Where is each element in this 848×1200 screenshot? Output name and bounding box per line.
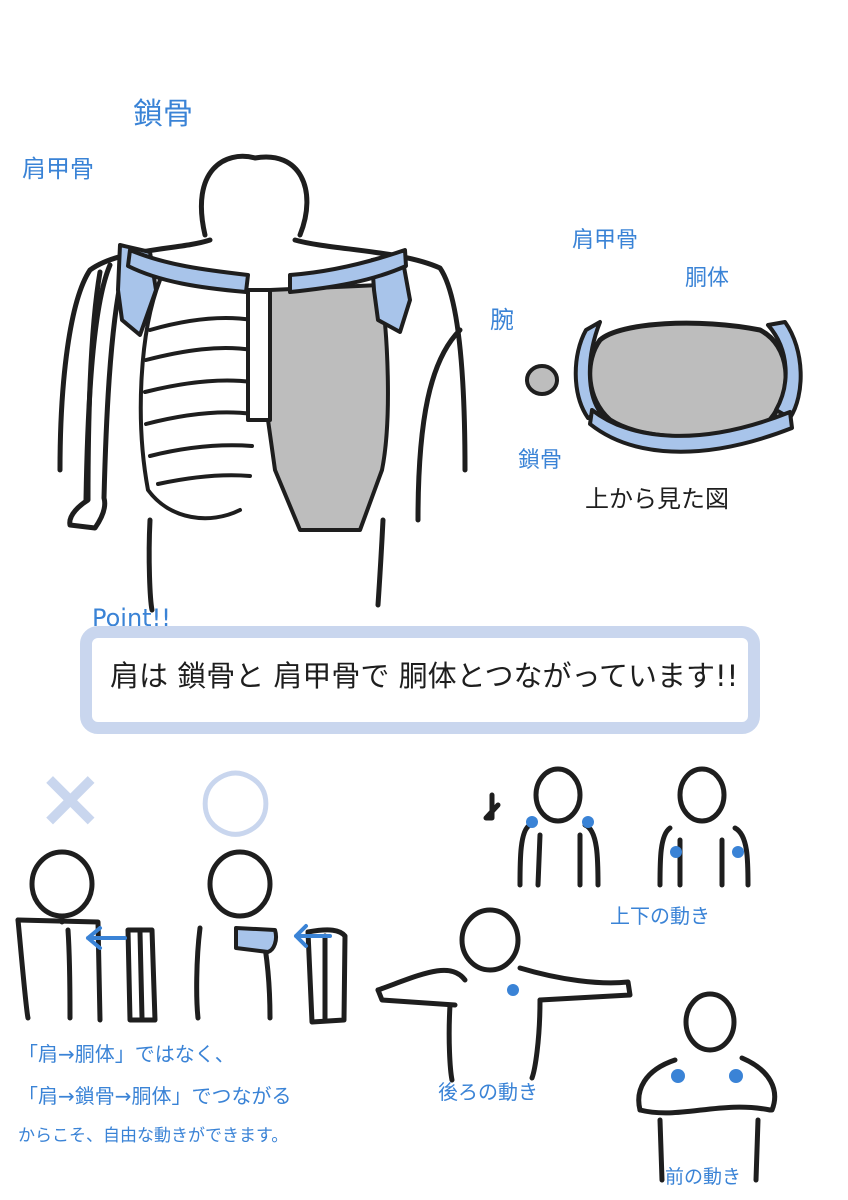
right-mark: ○: [198, 747, 274, 847]
scapula-top-left: [573, 320, 602, 420]
torso-top-shape: [587, 320, 789, 440]
top-view-diagram: [525, 320, 803, 454]
left-arm-bone: [67, 269, 125, 531]
top-view-label-clavicle: 鎖骨: [518, 448, 563, 473]
label-clavicle: 鎖骨: [133, 97, 193, 132]
clavicle-right: [288, 248, 408, 294]
torso-outline: [57, 153, 468, 613]
right-figure: [194, 849, 348, 1025]
arm-cross-section: [525, 364, 559, 396]
top-view-label-scapula: 肩甲骨: [572, 228, 639, 253]
updown-figure-2: [657, 766, 751, 888]
note-line2: 「肩→鎖骨→胴体」でつながる: [18, 1084, 292, 1108]
right-chest-shadow: [266, 283, 390, 532]
note-line1: 「肩→胴体」ではなく、: [18, 1042, 235, 1066]
up-down-caption: 上下の動き: [610, 904, 710, 928]
top-view-label-arm: 腕: [490, 306, 514, 334]
back-figure: [375, 907, 633, 1083]
clavicle-top: [588, 408, 794, 454]
top-view-caption: 上から見た図: [585, 485, 729, 513]
label-scapula: 肩甲骨: [22, 155, 94, 183]
wrong-figure: [15, 849, 158, 1023]
clavicle-piece: [234, 926, 279, 954]
point-box: [80, 626, 760, 734]
back-caption: 後ろの動き: [438, 1080, 538, 1104]
top-view-label-torso: 胴体: [685, 266, 730, 291]
note-line3: からこそ、自由な動きができます。: [18, 1126, 289, 1146]
point-text: 肩は 鎖骨と 肩甲骨で 胴体とつながっています!!: [110, 659, 739, 693]
front-caption: 前の動き: [665, 1166, 742, 1188]
blue-arrows: [86, 924, 332, 950]
front-figure: [636, 991, 778, 1183]
wrong-mark: ×: [36, 751, 105, 846]
rib-cage: [138, 278, 272, 521]
shoulder-dots: [507, 816, 744, 1083]
updown-figure-1: [483, 766, 601, 888]
